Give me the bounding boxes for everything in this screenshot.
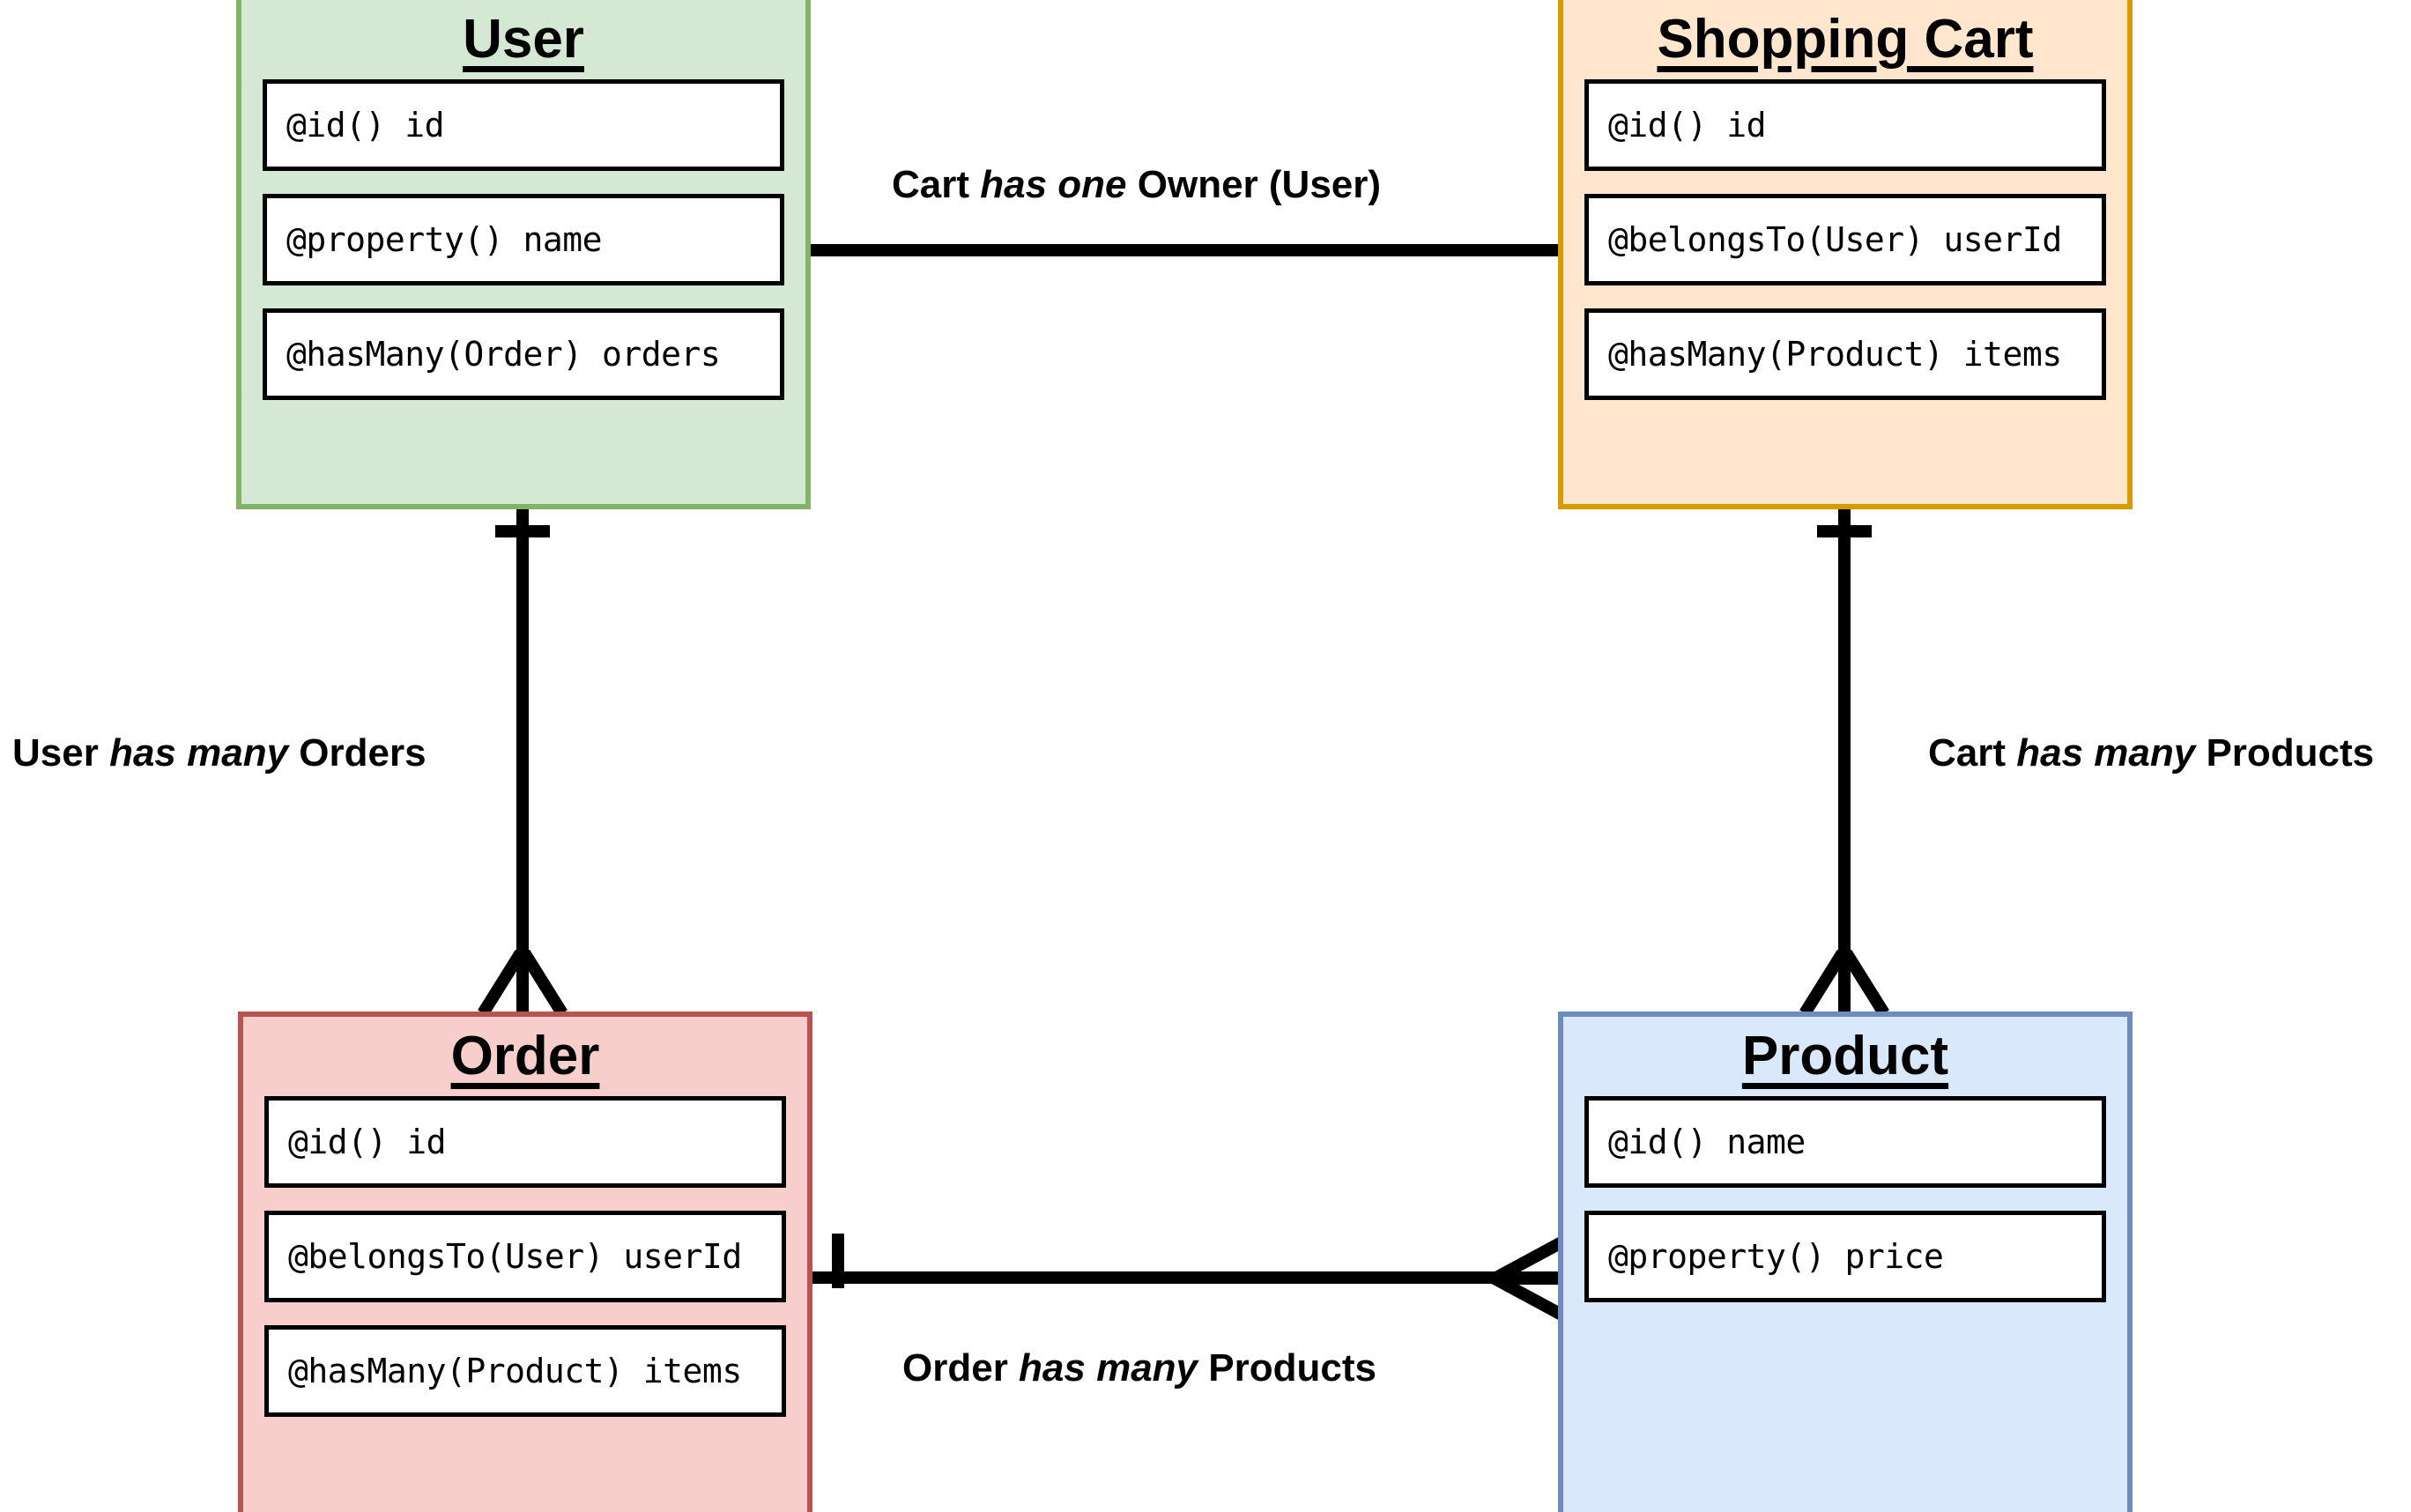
entity-user-title: User xyxy=(463,9,584,70)
label-prefix: Cart xyxy=(892,163,981,206)
entity-shopping-cart[interactable]: Shopping Cart @id() id @belongsTo(User) … xyxy=(1558,0,2133,509)
attribute-row: @hasMany(Product) items xyxy=(1584,308,2106,400)
attribute-row: @hasMany(Order) orders xyxy=(263,308,784,400)
label-suffix: Orders xyxy=(288,731,427,775)
label-suffix: Products xyxy=(2195,731,2375,775)
one-marker-user-order xyxy=(495,525,550,537)
connector-order-product xyxy=(802,1271,1562,1284)
label-emphasis: has many xyxy=(2016,731,2196,775)
label-prefix: Order xyxy=(902,1346,1020,1390)
connector-user-order xyxy=(516,507,529,987)
label-prefix: User xyxy=(12,731,110,775)
relationship-label-order-products: Order has many Products xyxy=(902,1346,1376,1390)
attribute-row: @id() name xyxy=(1584,1096,2106,1188)
many-marker-product-top xyxy=(1798,950,1891,1017)
many-marker-product-left xyxy=(1489,1237,1563,1320)
label-emphasis: has many xyxy=(1019,1346,1198,1390)
label-suffix: Owner (User) xyxy=(1126,163,1382,206)
entity-shopping-cart-attributes: @id() id @belongsTo(User) userId @hasMan… xyxy=(1563,79,2127,400)
attribute-row: @hasMany(Product) items xyxy=(264,1325,786,1417)
attribute-row: @id() id xyxy=(1584,79,2106,171)
label-emphasis: has one xyxy=(980,163,1127,206)
entity-product-attributes: @id() name @property() price xyxy=(1563,1096,2127,1302)
connector-cart-product xyxy=(1838,507,1851,987)
one-marker-order-product xyxy=(832,1234,844,1288)
entity-user[interactable]: User @id() id @property() name @hasMany(… xyxy=(236,0,811,509)
entity-user-attributes: @id() id @property() name @hasMany(Order… xyxy=(241,79,805,400)
attribute-row: @property() name xyxy=(263,194,784,285)
label-suffix: Products xyxy=(1198,1346,1376,1390)
attribute-row: @belongsTo(User) userId xyxy=(264,1211,786,1302)
many-marker-order xyxy=(476,950,569,1017)
entity-product-title: Product xyxy=(1741,1026,1949,1086)
attribute-row: @property() price xyxy=(1584,1211,2106,1302)
attribute-row: @belongsTo(User) userId xyxy=(1584,194,2106,285)
entity-shopping-cart-title: Shopping Cart xyxy=(1657,9,2034,70)
relationship-label-cart-products: Cart has many Products xyxy=(1928,731,2374,775)
entity-product[interactable]: Product @id() name @property() price xyxy=(1558,1012,2133,1512)
attribute-row: @id() id xyxy=(264,1096,786,1188)
connector-user-cart xyxy=(806,244,1562,256)
label-emphasis: has many xyxy=(109,731,289,775)
relationship-label-user-orders: User has many Orders xyxy=(12,731,427,775)
entity-order-attributes: @id() id @belongsTo(User) userId @hasMan… xyxy=(243,1096,807,1417)
entity-order-title: Order xyxy=(450,1026,600,1086)
one-marker-cart-product xyxy=(1817,525,1872,537)
attribute-row: @id() id xyxy=(263,79,784,171)
label-prefix: Cart xyxy=(1928,731,2017,775)
entity-order[interactable]: Order @id() id @belongsTo(User) userId @… xyxy=(238,1012,812,1512)
relationship-label-cart-owner: Cart has one Owner (User) xyxy=(892,163,1381,207)
